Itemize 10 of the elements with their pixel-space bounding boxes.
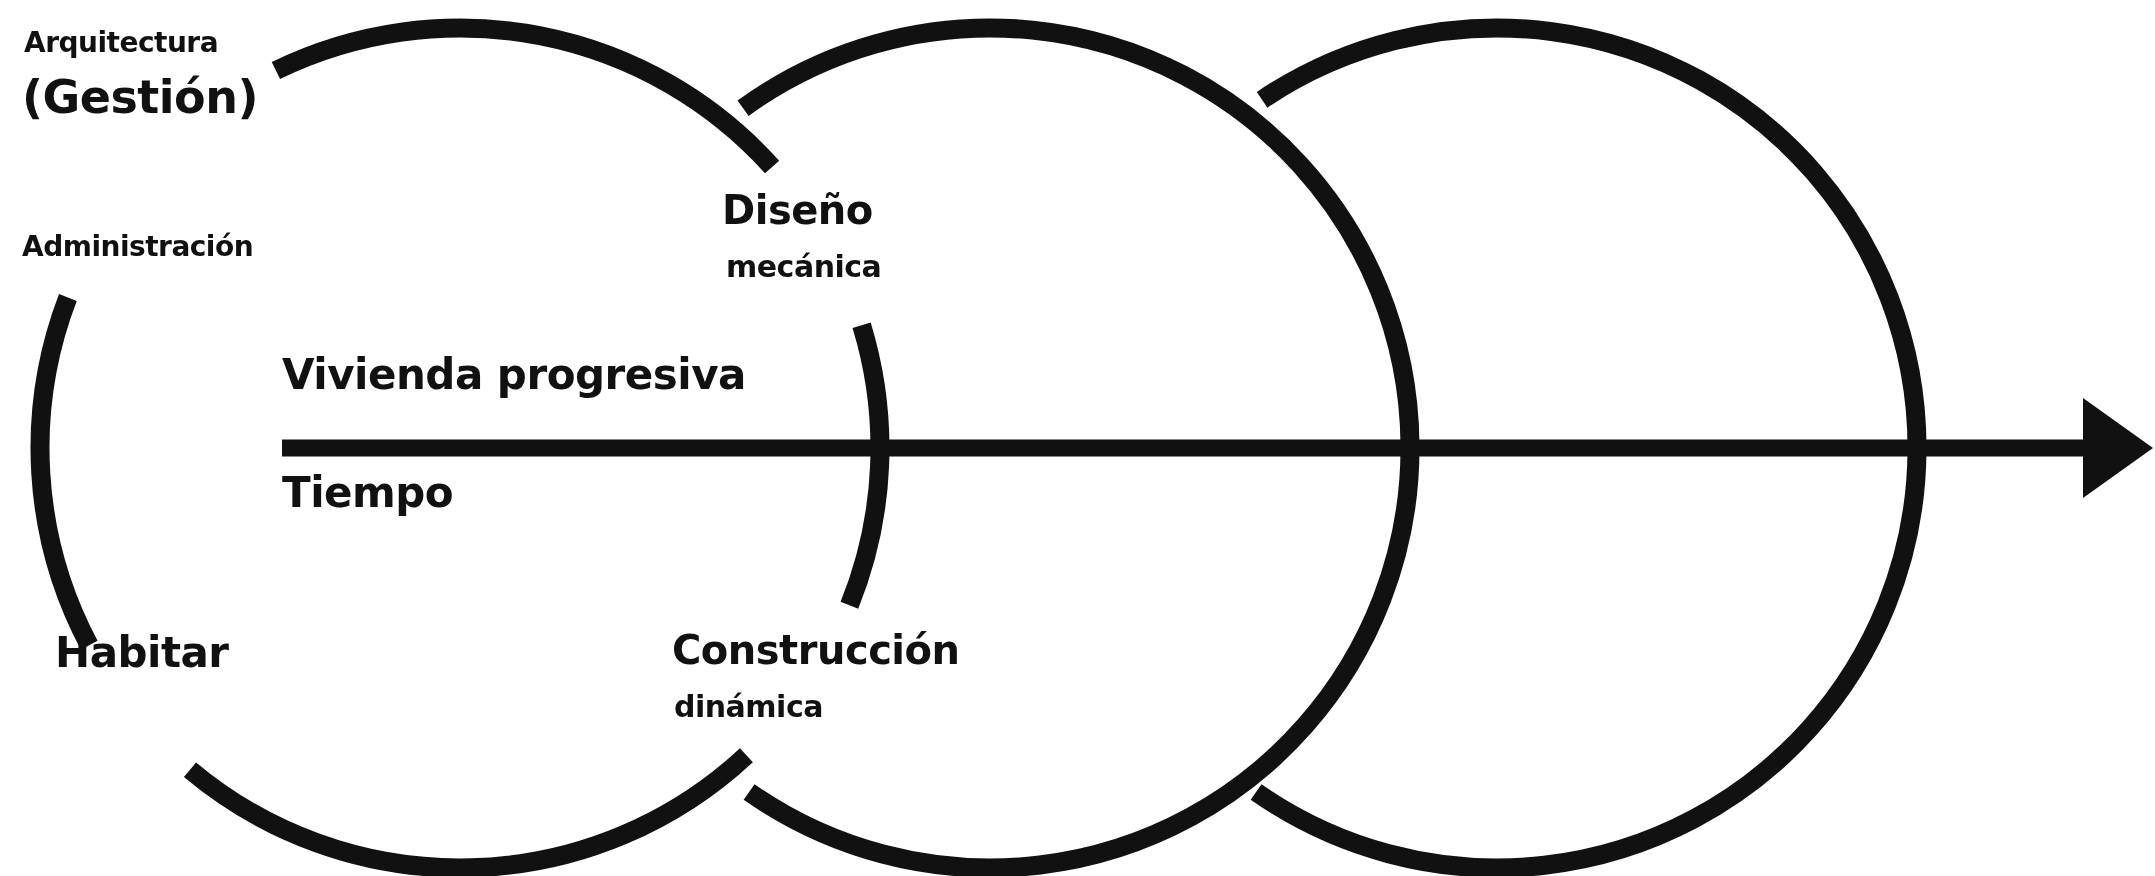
text-label: Habitar bbox=[55, 630, 229, 677]
text-label: Diseño bbox=[722, 188, 873, 232]
text-label: Vivienda progresiva bbox=[282, 352, 746, 399]
text-label: Arquitectura bbox=[24, 28, 219, 59]
text-label: Construcción bbox=[672, 628, 960, 672]
text-label: Tiempo bbox=[282, 470, 454, 517]
text-label: dinámica bbox=[674, 690, 823, 723]
text-label: (Gestión) bbox=[22, 72, 258, 123]
text-label: Administración bbox=[22, 232, 254, 263]
text-label: mecánica bbox=[726, 250, 882, 283]
